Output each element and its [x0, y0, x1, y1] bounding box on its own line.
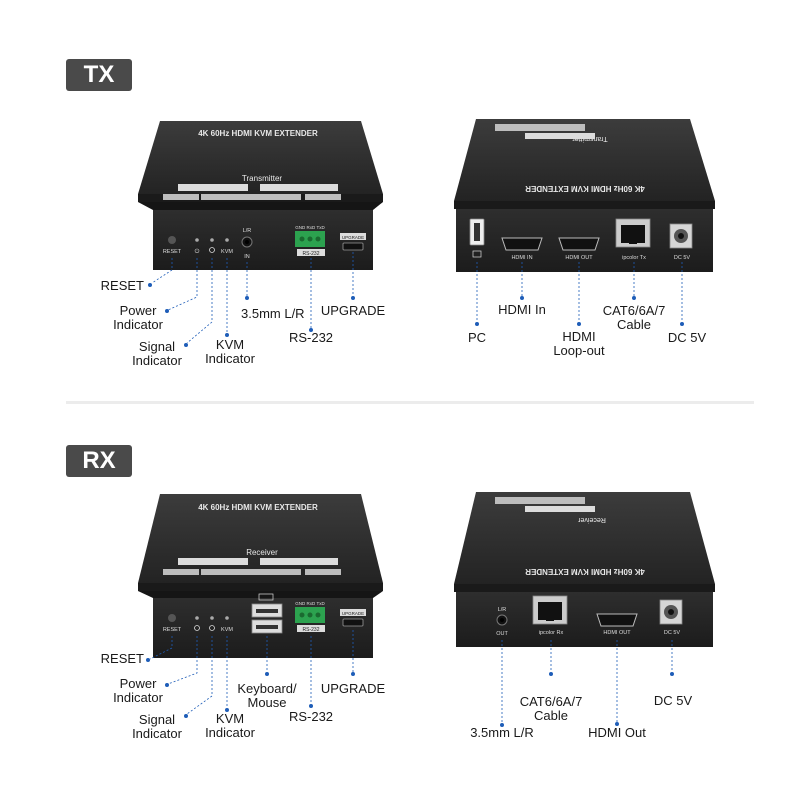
tx-front-panel-reset: RESET — [163, 249, 182, 255]
tx-signal-indicator-callout: Signal Indicator — [132, 339, 182, 368]
tx-power-indicator-callout: Power Indicator — [113, 303, 163, 332]
rx-front-panel-kvm: KVM — [221, 627, 233, 633]
rx-back-device-name: Receiver — [578, 516, 606, 523]
rx-front-top-title: 4K 60Hz HDMI KVM EXTENDER — [198, 503, 318, 512]
tx-reset-callout: RESET — [100, 278, 144, 293]
tx-front-panel-kvm: KVM — [221, 249, 233, 255]
rx-front-panel-rs232: RS-232 — [303, 627, 320, 633]
tx-front-panel-in: IN — [244, 254, 250, 260]
rx-rs232-callout: RS-232 — [288, 709, 334, 724]
rx-back-callout-dots — [500, 672, 674, 727]
rx-back-panel-dc: DC 5V — [664, 630, 681, 636]
tx-rs232-callout: RS-232 — [288, 330, 334, 345]
tx-audio-callout: 3.5mm L/R — [241, 306, 305, 321]
tx-front-panel-rs232: RS-232 — [303, 251, 320, 257]
rx-section-tag: RX — [66, 445, 132, 477]
rx-cable-callout: CAT6/6A/7 Cable — [519, 694, 583, 723]
rx-back-panel-lr: L/R — [498, 607, 507, 613]
tx-dc-callout: DC 5V — [667, 330, 707, 345]
rx-front-panel-gnd: GND RxD TxD — [295, 601, 325, 606]
tx-upgrade-callout: UPGRADE — [320, 303, 386, 318]
tx-front-panel-gnd: GND RxD TxD — [295, 225, 325, 230]
tx-cable-callout: CAT6/6A/7 Cable — [602, 303, 666, 332]
tx-back-callout-lines — [476, 262, 683, 322]
rx-back-device: 4K 60Hz HDMI KVM EXTENDER Receiver L/R O… — [454, 492, 715, 647]
rx-front-device-name: Receiver — [246, 548, 278, 557]
tx-front-panel-lr: L/R — [243, 228, 252, 234]
rx-dc-callout: DC 5V — [653, 693, 693, 708]
tx-front-panel-upgrade: UPGRADE — [342, 235, 364, 240]
tx-front-callout-dots — [148, 283, 355, 347]
tx-back-panel-dc: DC 5V — [674, 255, 691, 261]
tx-hdmi-loopout-callout: HDMI Loop-out — [553, 329, 605, 358]
tx-hdmi-in-callout: HDMI In — [498, 302, 546, 317]
tx-pc-usb-icon — [472, 250, 482, 258]
rx-front-device: 4K 60Hz HDMI KVM EXTENDER Receiver RESET… — [138, 494, 383, 658]
rx-kvm-indicator-callout: KVM Indicator — [205, 711, 255, 740]
rx-back-top-title: 4K 60Hz HDMI KVM EXTENDER — [525, 567, 645, 576]
tx-section-tag: TX — [66, 59, 132, 91]
tx-front-top-title: 4K 60Hz HDMI KVM EXTENDER — [198, 129, 318, 138]
rx-keyboard-mouse-icon — [258, 593, 274, 601]
tx-pc-callout: PC — [467, 330, 487, 345]
rx-audio-callout: 3.5mm L/R — [470, 725, 534, 740]
rx-keyboard-mouse-callout: Keyboard/ Mouse — [237, 681, 297, 710]
tx-back-top-title: 4K 60Hz HDMI KVM EXTENDER — [525, 184, 645, 193]
tx-front-callout-lines — [151, 252, 354, 344]
rx-front-panel-upgrade: UPGRADE — [342, 611, 364, 616]
rx-back-callout-lines — [501, 640, 673, 723]
tx-power-symbol: ⏻ — [195, 248, 200, 255]
rx-back-panel-out: OUT — [496, 631, 508, 637]
tx-back-panel-ipcolor: ipcolor Tx — [622, 255, 646, 261]
rx-front-panel-reset: RESET — [163, 627, 182, 633]
rx-front-callout-lines — [149, 630, 354, 715]
rx-front-callout-dots — [146, 658, 355, 718]
tx-front-device: 4K 60Hz HDMI KVM EXTENDER Transmitter RE… — [138, 121, 383, 270]
tx-back-callout-dots — [475, 296, 684, 326]
rx-back-panel-hdmi-out: HDMI OUT — [603, 630, 631, 636]
tx-back-panel-hdmi-in: HDMI IN — [511, 255, 532, 261]
section-divider — [66, 401, 754, 404]
rx-signal-indicator-callout: Signal Indicator — [132, 712, 182, 741]
rx-reset-callout: RESET — [100, 651, 144, 666]
tx-back-panel-hdmi-out: HDMI OUT — [565, 255, 593, 261]
tx-back-device: 4K 60Hz HDMI KVM EXTENDER Transmitter HD… — [454, 119, 715, 272]
rx-hdmi-out-callout: HDMI Out — [588, 725, 646, 740]
rx-power-indicator-callout: Power Indicator — [113, 676, 163, 705]
tx-signal-symbol — [209, 247, 215, 253]
rx-upgrade-callout: UPGRADE — [320, 681, 386, 696]
tx-kvm-indicator-callout: KVM Indicator — [205, 337, 255, 366]
rx-back-panel-ipcolor: ipcolor Rx — [539, 630, 564, 636]
tx-front-device-name: Transmitter — [242, 174, 282, 183]
